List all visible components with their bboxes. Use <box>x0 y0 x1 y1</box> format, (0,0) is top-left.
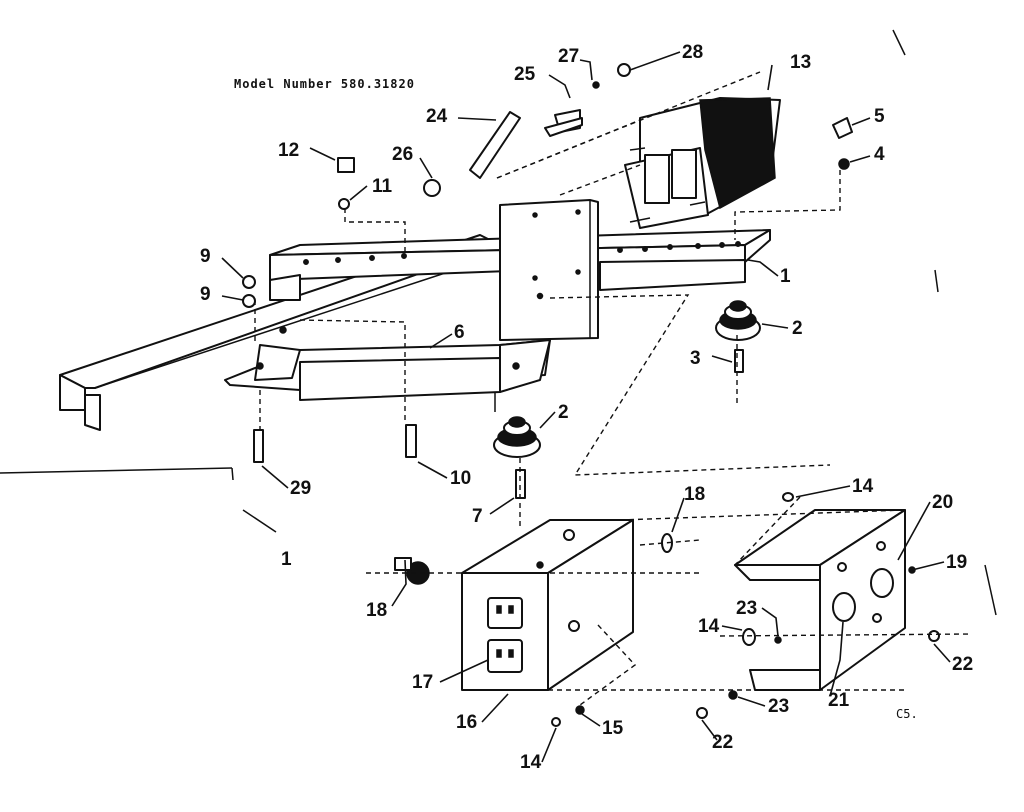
callout-numbers: 27 28 25 24 13 12 26 11 5 4 9 9 1 6 2 3 … <box>200 42 973 773</box>
callout-29: 29 <box>290 478 311 499</box>
callout-19: 19 <box>946 552 967 573</box>
callout-9a: 9 <box>200 246 211 267</box>
rubber-foot-2-center <box>493 416 541 458</box>
callout-2b: 2 <box>558 402 569 423</box>
callout-23a: 23 <box>736 598 757 619</box>
alignment-lines-upper <box>254 71 841 530</box>
callout-16: 16 <box>456 712 477 733</box>
callout-18b: 18 <box>366 600 387 621</box>
callout-28: 28 <box>682 42 703 63</box>
callout-25: 25 <box>514 64 536 85</box>
callout-24: 24 <box>426 106 448 127</box>
callout-2a: 2 <box>792 318 803 339</box>
callout-27: 27 <box>558 46 579 67</box>
rubber-foot-2-right <box>715 300 761 341</box>
bolts <box>253 349 744 499</box>
callout-14b: 14 <box>698 616 720 637</box>
callout-14c: 14 <box>520 752 542 773</box>
callout-18a: 18 <box>684 484 705 505</box>
receptacle-box-16 <box>461 519 634 691</box>
callout-5: 5 <box>874 106 885 127</box>
callout-14a: 14 <box>852 476 874 497</box>
callout-4: 4 <box>874 144 885 165</box>
callout-9b: 9 <box>200 284 211 305</box>
brace-6 <box>224 326 551 412</box>
alignment-lines-lower <box>366 496 971 706</box>
mounting-plate <box>499 199 599 341</box>
leader-lines <box>221 51 951 763</box>
callout-3: 3 <box>690 348 701 369</box>
upper-hardware <box>242 63 853 308</box>
motor-13 <box>624 97 781 229</box>
scan-artifacts: 1 <box>0 29 997 616</box>
callout-1: 1 <box>780 266 791 287</box>
callout-23b: 23 <box>768 696 789 717</box>
callout-21: 21 <box>828 690 850 711</box>
callout-6: 6 <box>454 322 465 343</box>
callout-17: 17 <box>412 672 433 693</box>
svg-text:1: 1 <box>281 549 292 570</box>
model-number-label: Model Number 580.31820 <box>234 77 415 91</box>
callout-10: 10 <box>450 468 471 489</box>
callout-20: 20 <box>932 492 953 513</box>
lower-hardware <box>394 492 940 727</box>
callout-11: 11 <box>372 176 393 197</box>
callout-12: 12 <box>278 140 299 161</box>
callout-15: 15 <box>602 718 624 739</box>
callout-22b: 22 <box>712 732 733 753</box>
diagram-code: C5. <box>896 707 918 721</box>
callout-7: 7 <box>472 506 483 527</box>
callout-13: 13 <box>790 52 811 73</box>
callout-26: 26 <box>392 144 413 165</box>
callout-22a: 22 <box>952 654 973 675</box>
